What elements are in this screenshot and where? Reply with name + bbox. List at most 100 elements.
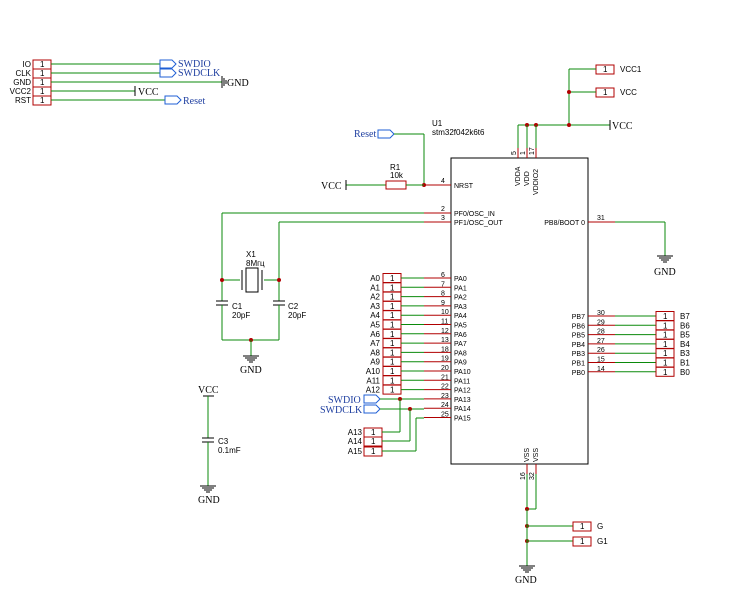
connector-pin-b5: 1 (663, 331, 668, 340)
mcu-pin-pa8: PA8 (454, 350, 467, 357)
connector-label-a1: A1 (370, 283, 380, 292)
mcu-pin-num-20: 20 (441, 365, 449, 372)
reset-flag-header (164, 95, 182, 105)
capacitor-c1 (216, 300, 228, 306)
connector-label-b0: B0 (680, 368, 690, 377)
a15-pin: 1 (371, 447, 376, 456)
connector-label-a12: A12 (366, 386, 381, 395)
mcu-pin-osc-out: PF1/OSC_OUT (454, 220, 503, 227)
mcu-pin-pa6: PA6 (454, 332, 467, 339)
mcu-pin-nrst: NRST (454, 183, 474, 190)
swdio-label-mcu: SWDIO (328, 395, 361, 406)
mcu-pin-pa2: PA2 (454, 295, 467, 302)
header-pin-4: 1 (40, 87, 45, 96)
c1-designator: C1 (232, 302, 243, 311)
mcu-pin-pa4: PA4 (454, 313, 467, 320)
mcu-pin-num-28: 28 (597, 329, 605, 336)
mcu-pin-num-3: 3 (441, 215, 445, 222)
mcu-pin-pa9: PA9 (454, 360, 467, 367)
reset-flag (377, 129, 395, 139)
connector-pin-a12: 1 (390, 386, 395, 395)
gnd-label-c3: GND (198, 495, 220, 506)
mcu-pin-num-22: 22 (441, 384, 449, 391)
mcu-pin-num-21: 21 (441, 374, 449, 381)
mcu-bot-pin-num-16: 16 (520, 472, 527, 480)
connector-label-b1: B1 (680, 359, 690, 368)
left-connectors: 1A01A11A21A31A41A51A61A71A81A91A101A111A… (366, 273, 424, 395)
connector-label-a2: A2 (370, 293, 380, 302)
header-pin-3: 1 (40, 78, 45, 87)
connector-pin-a7: 1 (390, 339, 395, 348)
connector-label-a10: A10 (366, 367, 381, 376)
connector-label-a3: A3 (370, 302, 380, 311)
connector-label-b7: B7 (680, 312, 690, 321)
vcc-conn-label: VCC (620, 88, 637, 97)
mcu-pin-pa15: PA15 (454, 416, 471, 423)
vcc-connector: 1 1 VCC1 VCC (595, 64, 642, 98)
c2-designator: C2 (288, 302, 299, 311)
connector-pin-b3: 1 (663, 349, 668, 358)
g-label: G (597, 522, 603, 531)
vcc-label-top: VCC (612, 121, 633, 132)
connector-pin-a0: 1 (390, 274, 395, 283)
mcu-top-pin-num-5: 5 (511, 151, 518, 155)
mcu-pin-vss-1: VSS (524, 448, 531, 462)
low-left-connectors: 1 1 1 A13 A14 A15 (348, 427, 383, 457)
vcc-pin: 1 (603, 88, 608, 97)
mcu-pin-pa11: PA11 (454, 378, 470, 385)
mcu-body (450, 157, 589, 465)
a15-label: A15 (348, 447, 363, 456)
g-pin: 1 (580, 522, 585, 531)
mcu-left-pins: 6PA07PA18PA29PA310PA411PA512PA613PA718PA… (424, 272, 471, 423)
swdio-label-header: SWDIO (178, 59, 211, 70)
resistor-r1 (385, 180, 407, 190)
mcu-pin-num-25: 25 (441, 412, 449, 419)
mcu-pin-num-4: 4 (441, 178, 445, 185)
connector-pin-b4: 1 (663, 340, 668, 349)
vcc-label-header: VCC (138, 87, 159, 98)
mcu-pin-num-12: 12 (441, 328, 449, 335)
mcu-pin-num-29: 29 (597, 319, 605, 326)
connector-pin-a2: 1 (390, 293, 395, 302)
connector-pin-a9: 1 (390, 358, 395, 367)
mcu-pin-pa1: PA1 (454, 285, 467, 292)
mcu-pin-num-14: 14 (597, 366, 605, 373)
r1-value: 10k (390, 171, 404, 180)
mcu-pin-num-31: 31 (597, 215, 605, 222)
mcu-pin-num-27: 27 (597, 338, 605, 345)
header-label-clk: CLK (15, 69, 31, 78)
mcu-pin-pb6: PB6 (572, 323, 585, 330)
mcu-pin-pb3: PB3 (572, 351, 585, 358)
x1-designator: X1 (246, 250, 256, 259)
gnd-symbol-boot (657, 255, 673, 263)
capacitor-c2 (273, 300, 285, 306)
mcu-pin-vdd: VDD (524, 171, 531, 186)
a14-label: A14 (348, 437, 363, 446)
connector-pin-a3: 1 (390, 302, 395, 311)
mcu-bot-pin-num-32: 32 (529, 472, 536, 480)
mcu-pin-pa3: PA3 (454, 304, 467, 311)
mcu-pin-num-7: 7 (441, 281, 445, 288)
swdclk-label-mcu: SWDCLK (320, 405, 363, 416)
mcu-pin-pb0: PB0 (572, 370, 585, 377)
mcu-pin-num-9: 9 (441, 300, 445, 307)
connector-pin-a8: 1 (390, 348, 395, 357)
gnd-symbol-header (221, 76, 227, 88)
mcu-pin-num-18: 18 (441, 346, 449, 353)
mcu-pin-num-24: 24 (441, 402, 449, 409)
connector-pin-b6: 1 (663, 321, 668, 330)
connector-label-a0: A0 (370, 274, 380, 283)
mcu-pin-num-11: 11 (441, 319, 448, 326)
mcu-pin-pa0: PA0 (454, 276, 467, 283)
connector-label-a11: A11 (366, 376, 380, 385)
swdclk-flag-mcu (363, 404, 381, 414)
mcu-pin-num-10: 10 (441, 309, 449, 316)
connector-pin-b0: 1 (663, 368, 668, 377)
mcu-pin-num-19: 19 (441, 356, 449, 363)
connector-pin-a10: 1 (390, 367, 395, 376)
header-label-io: IO (23, 60, 31, 69)
mcu-pin-vss-2: VSS (533, 448, 540, 462)
mcu-pin-num-15: 15 (597, 357, 605, 364)
